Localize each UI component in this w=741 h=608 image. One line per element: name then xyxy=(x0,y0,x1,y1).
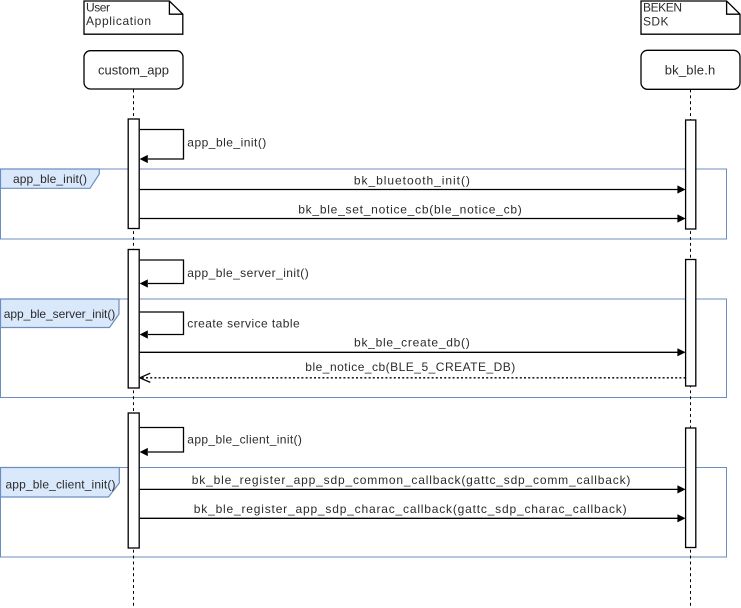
svg-text:custom_app: custom_app xyxy=(98,63,169,78)
svg-text:app_ble_server_init(): app_ble_server_init() xyxy=(187,266,308,280)
svg-text:BEKEN: BEKEN xyxy=(643,1,682,15)
svg-text:bk_ble_register_app_sdp_common: bk_ble_register_app_sdp_common_callback(… xyxy=(192,473,631,487)
svg-text:bk_ble_set_notice_cb(ble_notic: bk_ble_set_notice_cb(ble_notice_cb) xyxy=(298,203,522,217)
svg-text:User: User xyxy=(86,0,110,14)
svg-text:bk_ble.h: bk_ble.h xyxy=(665,63,716,78)
svg-text:Application: Application xyxy=(86,14,151,28)
svg-text:app_ble_init(): app_ble_init() xyxy=(187,136,266,150)
svg-text:bk_ble_register_app_sdp_charac: bk_ble_register_app_sdp_charac_callback(… xyxy=(194,502,627,516)
svg-text:create service table: create service table xyxy=(187,317,300,331)
svg-text:app_ble_client_init(): app_ble_client_init() xyxy=(6,477,116,491)
svg-text:ble_notice_cb(BLE_5_CREATE_DB): ble_notice_cb(BLE_5_CREATE_DB) xyxy=(305,360,515,374)
svg-text:app_ble_init(): app_ble_init() xyxy=(13,172,87,186)
svg-text:app_ble_client_init(): app_ble_client_init() xyxy=(187,433,302,447)
svg-text:bk_ble_create_db(): bk_ble_create_db() xyxy=(354,336,470,350)
svg-text:bk_bluetooth_init(): bk_bluetooth_init() xyxy=(354,174,470,188)
svg-text:SDK: SDK xyxy=(643,14,669,28)
svg-text:app_ble_server_init(): app_ble_server_init() xyxy=(4,307,116,321)
